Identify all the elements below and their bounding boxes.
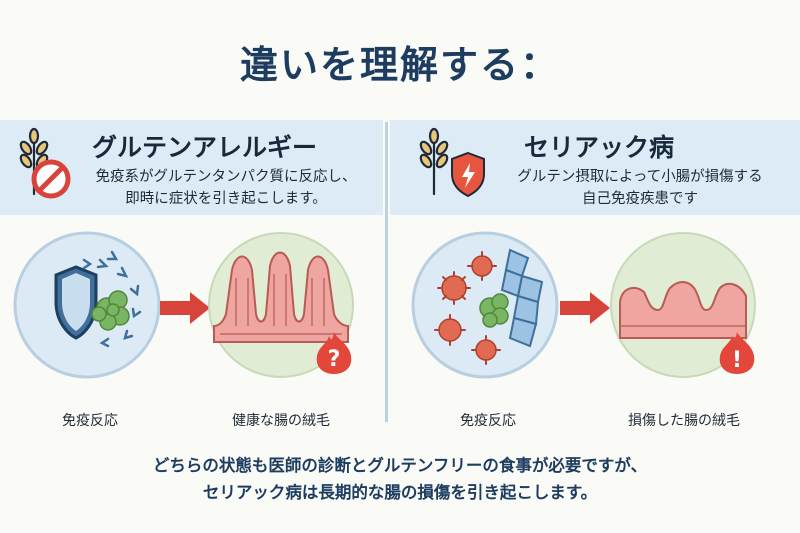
wheat-icon (419, 127, 449, 196)
right-panel-title: セリアック病 (524, 133, 675, 162)
right-immune-reaction-illustration (411, 231, 559, 379)
question-flame-icon: ? (316, 332, 352, 374)
svg-text:!: ! (732, 348, 742, 373)
shield-alert-icon (451, 151, 485, 198)
left-panel-title: グルテンアレルギー (92, 133, 318, 162)
page-title: 違いを理解する： (239, 43, 560, 87)
left-immune-reaction-illustration (13, 231, 161, 379)
svg-text:?: ? (328, 347, 341, 372)
allergen-cluster (91, 290, 130, 331)
healthy-villi-illustration (208, 232, 354, 378)
footer-line-1: どちらの状態も医師の診断とグルテンフリーの食事が必要ですが、 (152, 456, 648, 475)
left-caption-reaction: 免疫反応 (62, 413, 118, 429)
right-caption-reaction: 免疫反応 (460, 413, 516, 429)
right-panel-desc-2: 自己免疫疾患です (582, 191, 698, 207)
tissue-layer (500, 248, 544, 348)
damaged-villi-illustration (610, 232, 756, 378)
left-panel-desc-2: 即時に症状を引き起こします。 (125, 191, 327, 207)
left-panel-desc-1: 免疫系がグルテンタンパク質に反応し、 (95, 169, 357, 185)
right-caption-villi: 損傷した腸の絨毛 (628, 413, 740, 429)
right-arrow (560, 292, 610, 324)
prohibited-icon (31, 159, 71, 199)
right-panel-desc-1: グルテン摂取によって小腸が損傷する (517, 169, 763, 185)
footer-summary: どちらの状態も医師の診断とグルテンフリーの食事が必要ですが、 セリアック病は長期… (0, 452, 800, 506)
left-arrow (160, 292, 210, 324)
left-caption-villi: 健康な腸の絨毛 (232, 413, 330, 429)
exclamation-flame-icon: ! (719, 332, 755, 374)
panel-divider (385, 122, 388, 422)
footer-line-2: セリアック病は長期的な腸の損傷を引き起こします。 (202, 483, 598, 502)
